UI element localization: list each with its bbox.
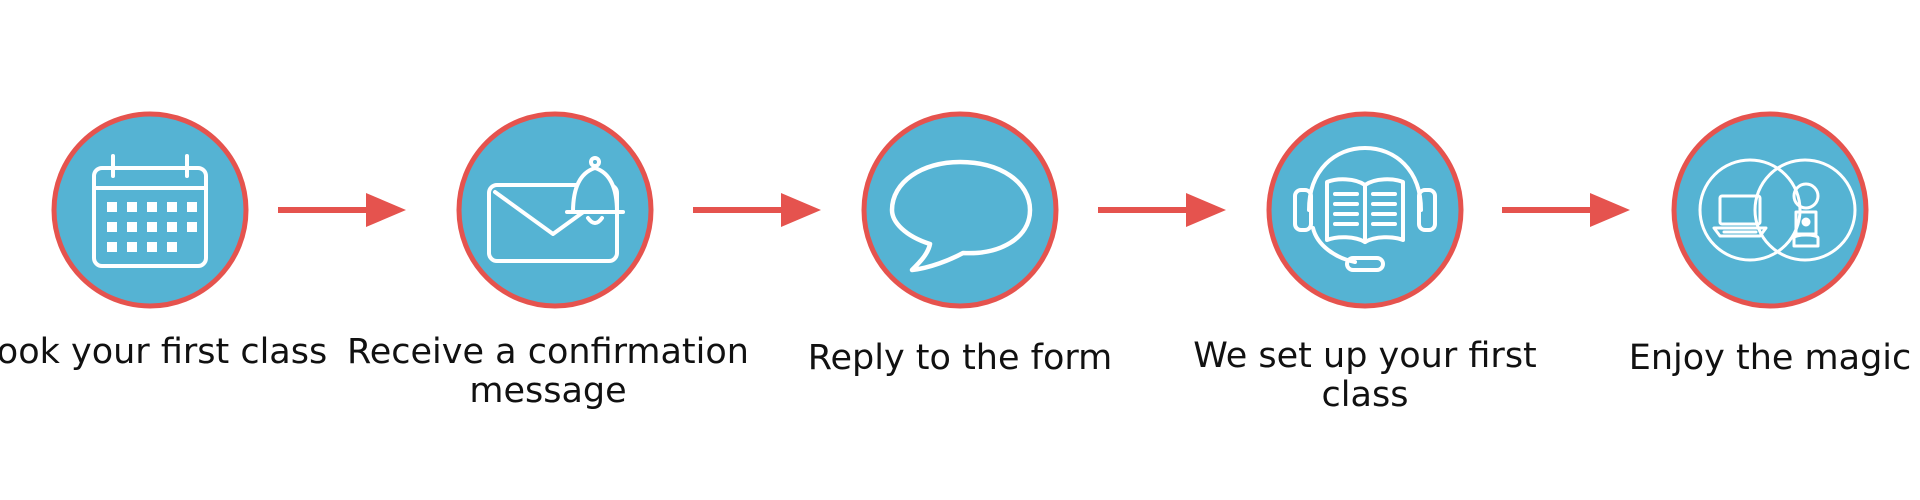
step-3-circle bbox=[860, 110, 1060, 310]
step-3-label: Reply to the form bbox=[807, 338, 1113, 378]
speech-bubble-icon bbox=[861, 111, 1059, 309]
step-5-label: Enjoy the magic bbox=[1628, 338, 1912, 378]
arrow-right-icon bbox=[278, 190, 408, 230]
calendar-icon bbox=[51, 111, 249, 309]
headset-book-icon bbox=[1266, 111, 1464, 309]
laptop-person-icon bbox=[1671, 111, 1869, 309]
step-4-circle bbox=[1265, 110, 1465, 310]
step-2-circle bbox=[455, 110, 655, 310]
arrow-right-icon bbox=[1098, 190, 1228, 230]
step-5-circle bbox=[1670, 110, 1870, 310]
envelope-bell-icon bbox=[456, 111, 654, 309]
arrow-right-icon bbox=[693, 190, 823, 230]
step-4-label: We set up your first class bbox=[1193, 336, 1537, 415]
arrow-right-icon bbox=[1502, 190, 1632, 230]
step-1-circle bbox=[50, 110, 250, 310]
step-2-label: Receive a confirmation message bbox=[347, 332, 749, 411]
step-1-label: Book your first class bbox=[0, 332, 328, 372]
